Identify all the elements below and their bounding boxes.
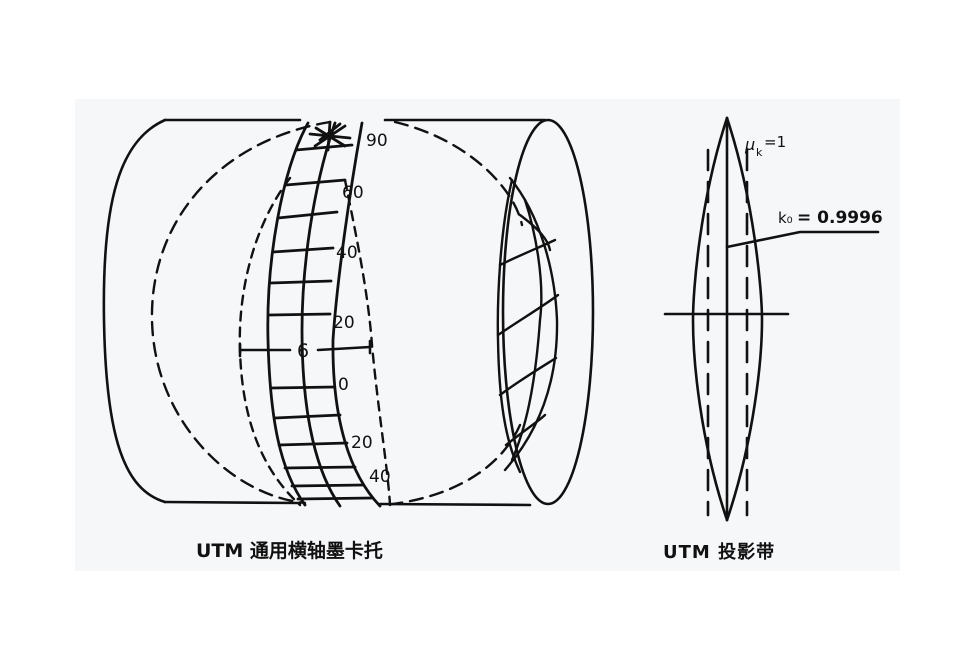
lat-label-90: 90 bbox=[366, 131, 388, 151]
scale-lines-dashed bbox=[706, 148, 749, 517]
latitude-labels: 90 60 40 20 0 20 40 bbox=[333, 131, 391, 487]
lat-label-60: 60 bbox=[342, 183, 364, 203]
lat-label-20: 20 bbox=[333, 313, 355, 333]
scale-line-symbol: μ bbox=[744, 135, 755, 154]
utm-zone-caption: UTM 投影带 bbox=[663, 542, 776, 563]
utm-zone-strip bbox=[266, 120, 382, 508]
hemisphere-graticule bbox=[496, 176, 560, 474]
zone-width-label: 6 bbox=[297, 340, 309, 362]
scale-line-value: =1 bbox=[764, 133, 786, 151]
scale-line-subscript: k bbox=[756, 146, 763, 159]
central-meridian-value: = 0.9996 bbox=[797, 208, 883, 228]
central-meridian-symbol: k₀ bbox=[778, 209, 793, 227]
projection-band bbox=[663, 116, 880, 522]
equator-label: 0 bbox=[338, 375, 349, 395]
utm-mercator-caption: UTM 通用横轴墨卡托 bbox=[196, 540, 383, 562]
cylinder bbox=[102, 118, 595, 507]
lat-label-south-40: 40 bbox=[369, 467, 391, 487]
zone-width-indicator bbox=[238, 339, 372, 358]
lat-label-40: 40 bbox=[336, 243, 358, 263]
lat-label-south-20: 20 bbox=[351, 433, 373, 453]
